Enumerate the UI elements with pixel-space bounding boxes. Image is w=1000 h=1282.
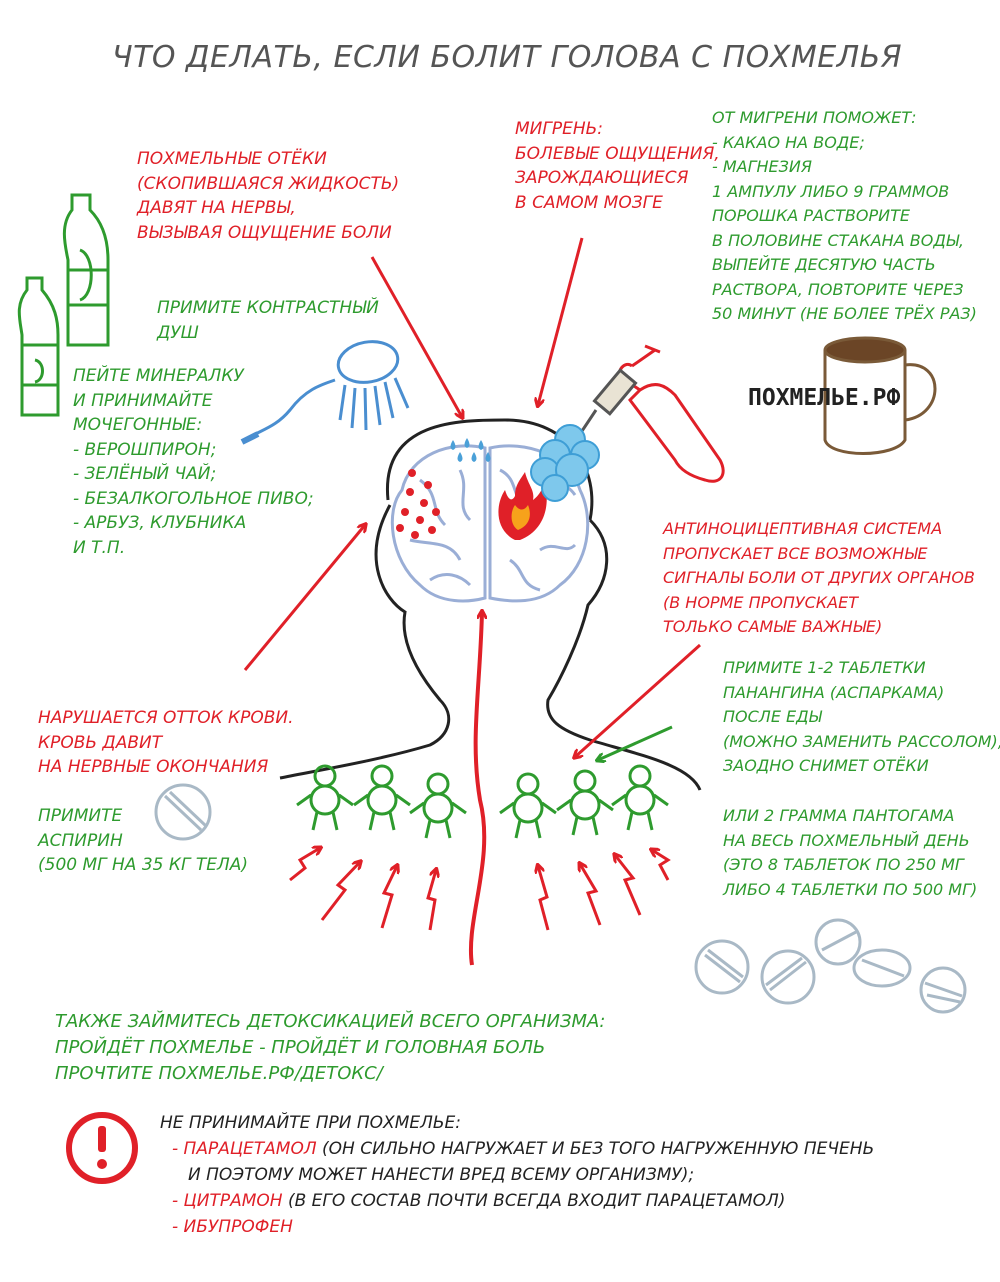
foam-cloud-icon: [530, 424, 600, 502]
aspirin-text: ПРИМИТЕ АСПИРИН (500 МГ НА 35 КГ ТЕЛА): [38, 806, 248, 875]
page-title: ЧТО ДЕЛАТЬ, ЕСЛИ БОЛИТ ГОЛОВА С ПОХМЕЛЬЯ: [112, 40, 903, 75]
drink-text: ПЕЙТЕ МИНЕРАЛКУ И ПРИНИМАЙТЕ МОЧЕГОННЫЕ:…: [73, 366, 314, 558]
shower-icon: [240, 340, 410, 445]
panangin-text: ПРИМИТЕ 1-2 ТАБЛЕТКИ ПАНАНГИНА (АСПАРКАМ…: [723, 658, 1000, 775]
warning-item-paracetamol-cont: И ПОЭТОМУ МОЖЕТ НАНЕСТИ ВРЕД ВСЕМУ ОРГАН…: [188, 1165, 695, 1185]
water-drops-icon: [450, 438, 491, 462]
warning-item-paracetamol: - ПАРАЦЕТАМОЛ (ОН СИЛЬНО НАГРУЖАЕТ И БЕЗ…: [172, 1139, 875, 1159]
green-arrow: [598, 725, 673, 760]
brand-logo: ПОХМЕЛЬЕ.РФ: [748, 385, 901, 411]
edema-dots: [396, 469, 440, 539]
warning-heading: НЕ ПРИНИМАЙТЕ ПРИ ПОХМЕЛЬЕ:: [160, 1113, 462, 1133]
pills-icon: [694, 918, 967, 1014]
migraine-text: МИГРЕНЬ: БОЛЕВЫЕ ОЩУЩЕНИЯ, ЗАРОЖДАЮЩИЕСЯ…: [515, 119, 720, 213]
cocoa-mug-icon: [823, 336, 937, 455]
pantogam-text: ИЛИ 2 ГРАММА ПАНТОГАМА НА ВЕСЬ ПОХМЕЛЬНЫ…: [723, 806, 978, 899]
spinal-arrow: [469, 612, 484, 966]
exclamation-circle-icon: [66, 1112, 138, 1184]
pain-signal-arrows: [289, 848, 671, 931]
fire-icon: [498, 472, 547, 540]
warning-item-ibuprofen: - ИБУПРОФЕН: [172, 1217, 293, 1237]
warning-block: НЕ ПРИНИМАЙТЕ ПРИ ПОХМЕЛЬЕ: - ПАРАЦЕТАМО…: [160, 1110, 874, 1240]
blood-flow-text: НАРУШАЕТСЯ ОТТОК КРОВИ. КРОВЬ ДАВИТ НА Н…: [38, 708, 294, 777]
warning-item-citramon: - ЦИТРАМОН (В ЕГО СОСТАВ ПОЧТИ ВСЕГДА ВХ…: [172, 1191, 786, 1211]
fire-extinguisher-icon: [574, 344, 725, 483]
red-arrows: [243, 237, 702, 757]
antinociceptive-text: АНТИНОЦИЦЕПТИВНАЯ СИСТЕМА ПРОПУСКАЕТ ВСЕ…: [663, 519, 975, 636]
aspirin-pill-icon: [154, 783, 212, 841]
edema-text: ПОХМЕЛЬНЫЕ ОТЁКИ (СКОПИВШАЯСЯ ЖИДКОСТЬ) …: [137, 149, 400, 243]
detox-text: ТАКЖЕ ЗАЙМИТЕСЬ ДЕТОКСИКАЦИЕЙ ВСЕГО ОРГА…: [55, 1011, 606, 1084]
migraine-help-text: ОТ МИГРЕНИ ПОМОЖЕТ: - КАКАО НА ВОДЕ; - М…: [712, 108, 977, 323]
mineral-water-bottles-icon: [17, 193, 110, 417]
cell-figures: [296, 764, 669, 839]
shower-text: ПРИМИТЕ КОНТРАСТНЫЙ ДУШ: [157, 298, 379, 343]
